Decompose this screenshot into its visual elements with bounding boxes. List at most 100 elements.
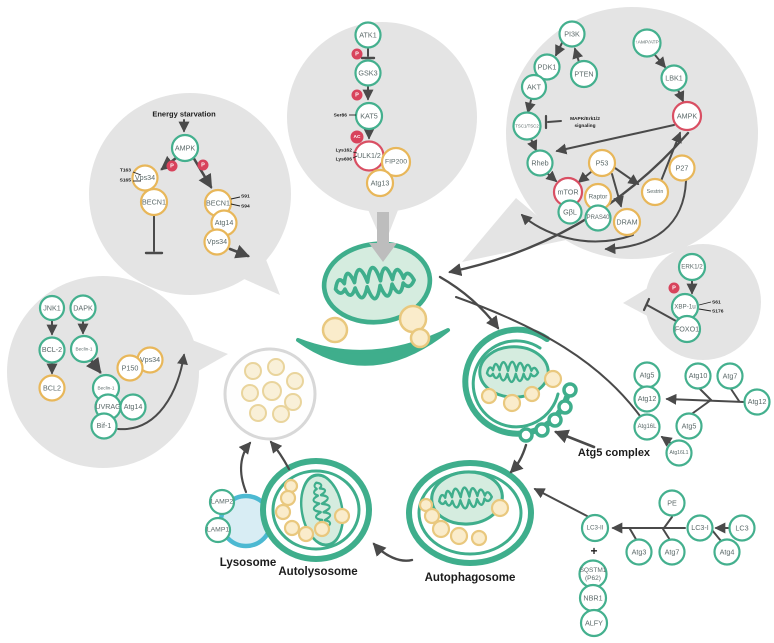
node-ampk-b3: AMPK bbox=[671, 100, 703, 132]
ptm-badge-p: P bbox=[351, 48, 363, 60]
site-label: Lys162 bbox=[336, 148, 353, 154]
arrow-phagophore-autophagosome bbox=[509, 443, 528, 474]
inhibit-foxo1-line bbox=[646, 304, 677, 322]
node-label-pdk1: PDK1 bbox=[538, 63, 557, 72]
node-sqstm1: SQSTM1(P62) bbox=[578, 559, 608, 589]
arrow-sestrin-ampk bbox=[660, 131, 682, 182]
node-dram: DRAM bbox=[612, 207, 642, 237]
ptm-badge-p: P bbox=[166, 160, 178, 172]
autophagosome bbox=[406, 460, 534, 566]
node-label-mtor: mTOR bbox=[557, 188, 578, 197]
node-atg16l1: Atg16L1 bbox=[665, 439, 693, 467]
node-label-atg12-free: Atg12 bbox=[748, 398, 767, 406]
arrow-autophagosome-autolysosome bbox=[372, 542, 414, 562]
text-label: Atg5 complex bbox=[578, 447, 651, 459]
node-lc3-i: LC3-I bbox=[686, 514, 714, 542]
node-gsk3: GSK3 bbox=[354, 59, 382, 87]
node-label-becn1-b1a: BECN1 bbox=[142, 198, 166, 207]
node-atg7-b: Atg7 bbox=[658, 538, 686, 566]
node-label-akt: AKT bbox=[527, 83, 542, 92]
bubble-energy-starvation bbox=[89, 93, 291, 295]
text-label: Energy starvation bbox=[152, 110, 216, 119]
node-label-lc3-i: LC3-I bbox=[691, 524, 708, 532]
site-label: S165 bbox=[120, 178, 132, 184]
node-label-atg4: Atg4 bbox=[720, 548, 735, 557]
ptm-badge-p: P bbox=[668, 282, 680, 294]
branch-atg7b bbox=[662, 528, 671, 541]
svg-text:P: P bbox=[201, 162, 205, 168]
node-ampatp: ↑AMP/ATP bbox=[632, 28, 662, 58]
text-label: Autophagosome bbox=[425, 572, 516, 584]
node-label-beclin1-a: Beclin-1 bbox=[76, 347, 93, 352]
node-nbr1: NBR1 bbox=[578, 583, 608, 613]
node-label-pi3k: PI3K bbox=[564, 30, 580, 39]
node-label-vps34-b1a: Vps34 bbox=[135, 174, 155, 182]
autophagosome-vesicles bbox=[418, 497, 510, 547]
node-foxo1: FOXO1 bbox=[672, 314, 702, 344]
node-atg12-stack: Atg12 bbox=[633, 385, 661, 413]
node-label-vps34-b1b: Vps34 bbox=[207, 238, 227, 246]
site-label: S94 bbox=[241, 204, 250, 210]
node-fip200: FIP200 bbox=[380, 146, 412, 178]
inhibit-foxo1-cap bbox=[642, 297, 651, 312]
node-label-dapk: DAPK bbox=[73, 304, 93, 313]
node-label-lc3-ii: LC3-II bbox=[586, 525, 603, 532]
node-kat5: KAT5 bbox=[354, 101, 384, 131]
node-label-gbl: GβL bbox=[563, 208, 577, 217]
connector-phagophore-atg16l bbox=[455, 296, 641, 417]
site-label: S91 bbox=[241, 194, 250, 200]
node-p27: P27 bbox=[668, 154, 696, 182]
arrow-atg12-conjugation bbox=[665, 393, 745, 405]
node-label-atg3: Atg3 bbox=[632, 548, 647, 557]
node-pi3k: PI3K bbox=[558, 20, 586, 48]
node-label-lc3: LC3 bbox=[735, 524, 748, 533]
arrow-bif1-out bbox=[117, 353, 188, 431]
node-bcl-2: BCL-2 bbox=[38, 336, 66, 364]
node-label-p53: P53 bbox=[596, 159, 609, 168]
node-label-atg16l1: Atg16L1 bbox=[670, 450, 689, 456]
site-label: Ser86 bbox=[334, 113, 348, 119]
bubble-energy-starvation-tail bbox=[235, 252, 280, 295]
site-label: S176 bbox=[712, 309, 724, 315]
node-label-fip200: FIP200 bbox=[385, 159, 407, 166]
node-label-erk12: ERK1/2 bbox=[681, 264, 703, 271]
text-label: Lysosome bbox=[220, 557, 276, 569]
node-erk12: ERK1/2 bbox=[677, 252, 707, 282]
node-atg12-free: Atg12 bbox=[743, 388, 771, 416]
node-label-atg14-b4: Atg14 bbox=[124, 403, 143, 411]
node-label-atg14-b1: Atg14 bbox=[215, 219, 234, 227]
node-label-ulk12: ULK1/2 bbox=[357, 152, 381, 160]
node-label-lbk1: LBK1 bbox=[665, 74, 683, 83]
arrow-akt-tsc bbox=[524, 99, 536, 114]
node-p150: P150 bbox=[116, 354, 144, 382]
node-jnk1: JNK1 bbox=[38, 294, 66, 322]
node-label-ampk-b1: AMPK bbox=[175, 144, 196, 153]
node-pdk1: PDK1 bbox=[533, 53, 561, 81]
forming-autophagosome bbox=[462, 326, 578, 443]
node-lamp2: LAMP2 bbox=[208, 488, 236, 516]
node-beclin1-a: Beclin-1 bbox=[69, 334, 99, 364]
arrow-pi3k-pdk1 bbox=[555, 42, 566, 57]
node-label-pten: PTEN bbox=[574, 70, 593, 79]
node-label-bcl2: BCL2 bbox=[43, 384, 61, 393]
node-label-pe: PE bbox=[667, 499, 677, 508]
arrow-ampatp-lbk1 bbox=[654, 54, 667, 69]
recycle-vesicle-contents bbox=[241, 358, 304, 423]
node-label-atg13: Atg13 bbox=[371, 179, 390, 188]
arrow-lysosome-recycle bbox=[238, 441, 252, 494]
site-label: S61 bbox=[712, 300, 721, 306]
node-label-bcl-2: BCL-2 bbox=[42, 346, 62, 354]
node-label-rheb: Rheb bbox=[531, 159, 548, 168]
node-label-p150: P150 bbox=[122, 364, 139, 373]
node-atg13: Atg13 bbox=[365, 168, 395, 198]
atg5-complex-dots bbox=[518, 382, 578, 443]
node-label-xbp1u: XBP-1u bbox=[674, 304, 696, 311]
arrow-tsc-rheb bbox=[527, 138, 538, 152]
branch-atg5 bbox=[692, 399, 712, 414]
node-dapk: DAPK bbox=[69, 294, 97, 322]
node-label-atg10: Atg10 bbox=[689, 372, 708, 380]
node-label-becn1-b1b: BECN1 bbox=[206, 199, 230, 208]
